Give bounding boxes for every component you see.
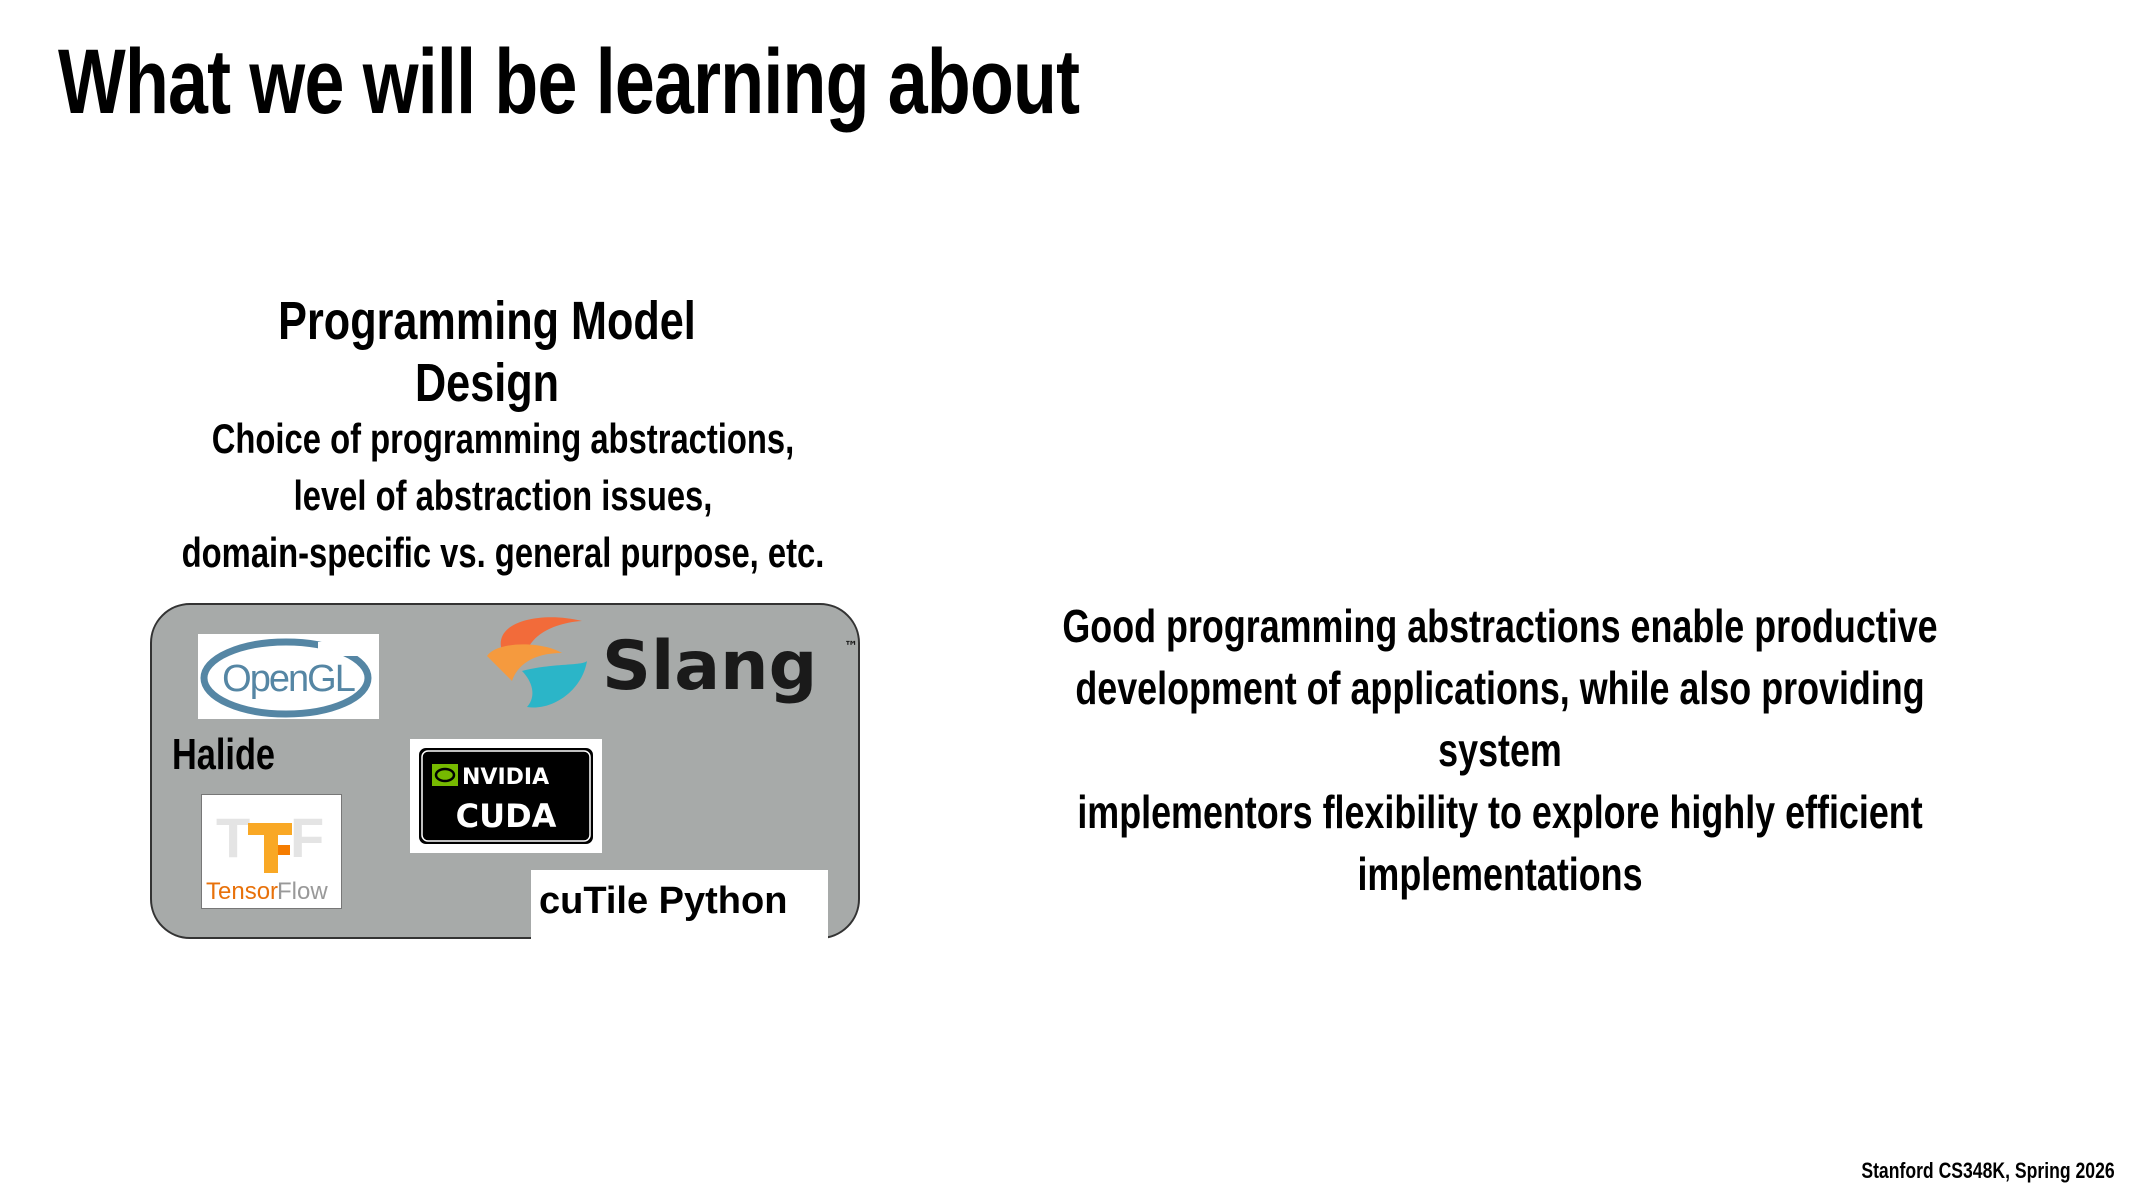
- tensorflow-logo: T F Tensor Flow: [201, 794, 342, 909]
- section-title-text: Programming Model Design: [278, 291, 696, 413]
- nvidia-cuda-logo: NVIDIA CUDA: [410, 739, 602, 853]
- paragraph-line: development of applications, while also …: [1075, 662, 1925, 776]
- nvidia-text: NVIDIA: [462, 765, 549, 790]
- description-line: Choice of programming abstractions,: [211, 415, 795, 462]
- tensorflow-text-b: Flow: [277, 878, 328, 905]
- opengl-logo: OpenGL: [198, 634, 379, 719]
- right-paragraph: Good programming abstractions enable pro…: [1032, 595, 1968, 905]
- section-description: Choice of programming abstractions, leve…: [152, 410, 854, 581]
- paragraph-line: implementations: [1357, 848, 1643, 900]
- slang-logo: Slang ™: [472, 611, 872, 711]
- opengl-text: OpenGL: [222, 658, 355, 700]
- trademark: ™: [844, 639, 858, 655]
- paragraph-line: Good programming abstractions enable pro…: [1062, 600, 1938, 652]
- halide-label: Halide: [172, 730, 275, 779]
- slide-title: What we will be learning about: [58, 31, 1080, 133]
- footer-course-label: Stanford CS348K, Spring 2026: [1861, 1158, 2115, 1183]
- paragraph-line: implementors flexibility to explore high…: [1077, 786, 1923, 838]
- cuda-text: CUDA: [456, 797, 557, 835]
- description-line: level of abstraction issues,: [293, 472, 713, 519]
- section-title: Programming Model Design: [247, 290, 727, 414]
- slang-text: Slang: [602, 627, 817, 706]
- cutile-python-logo: cuTile Python: [531, 870, 828, 941]
- logo-collage: OpenGL Slang ™ Halide NVIDIA CUDA T F Te…: [150, 603, 860, 941]
- tensorflow-text-a: Tensor: [206, 878, 278, 905]
- description-line: domain-specific vs. general purpose, etc…: [181, 529, 825, 576]
- cutile-text: cuTile Python: [539, 880, 788, 922]
- svg-text:T: T: [216, 806, 250, 869]
- svg-text:F: F: [290, 806, 324, 869]
